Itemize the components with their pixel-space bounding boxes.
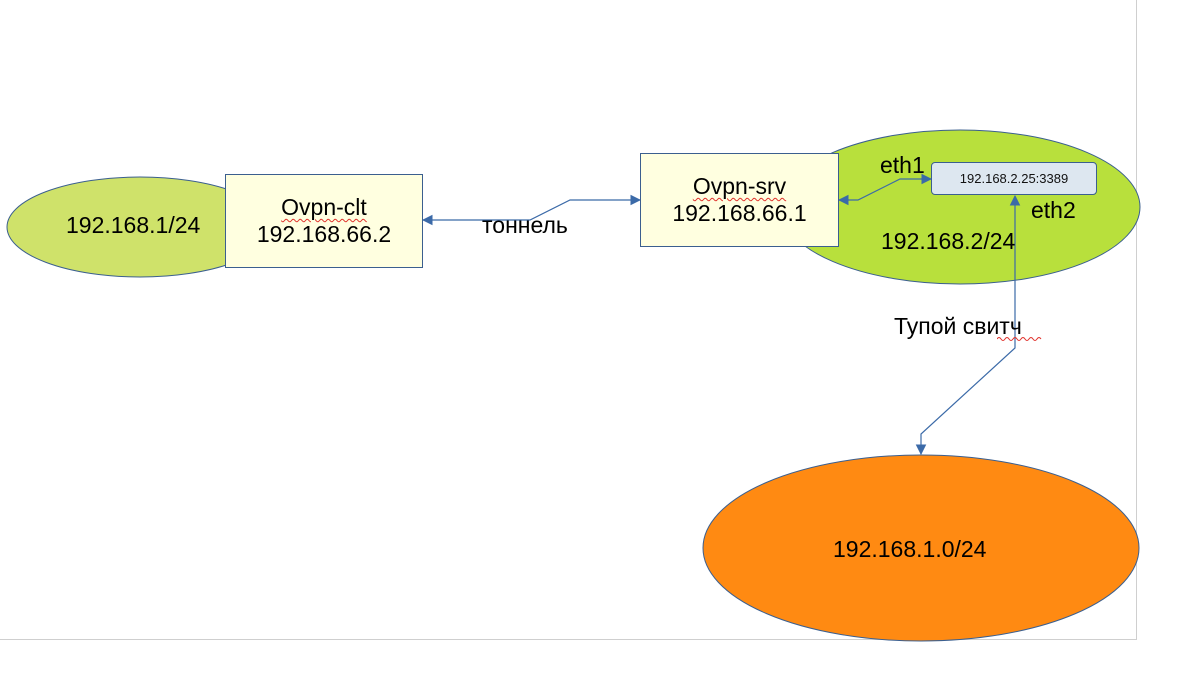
right-network-label: 192.168.2/24: [881, 228, 1016, 254]
bottom-network-label: 192.168.1.0/24: [833, 536, 987, 562]
switch-label: Тупой свитч: [894, 313, 1022, 340]
ovpn-client-name: Ovpn-clt: [281, 194, 367, 220]
tunnel-label: тоннель: [482, 212, 568, 238]
ovpn-server-box: Ovpn-srv 192.168.66.1: [640, 153, 839, 247]
switch-label-text: Тупой свитч: [894, 313, 1022, 339]
port-forward-box: 192.168.2.25:3389: [931, 162, 1097, 195]
ovpn-client-ip: 192.168.66.2: [256, 221, 392, 247]
spellcheck-squiggle: [997, 337, 1042, 341]
switch-connector: [915, 194, 1021, 456]
ovpn-client-box: Ovpn-clt 192.168.66.2: [225, 174, 423, 268]
left-network-label: 192.168.1/24: [66, 212, 201, 238]
eth1-label: eth1: [880, 152, 925, 178]
tunnel-connector: [421, 194, 642, 226]
page-border: [0, 0, 1137, 640]
eth1-connector: [837, 173, 933, 206]
ovpn-server-name: Ovpn-srv: [692, 173, 787, 199]
ovpn-server-ip: 192.168.66.1: [672, 200, 807, 226]
eth2-label: eth2: [1031, 197, 1076, 223]
